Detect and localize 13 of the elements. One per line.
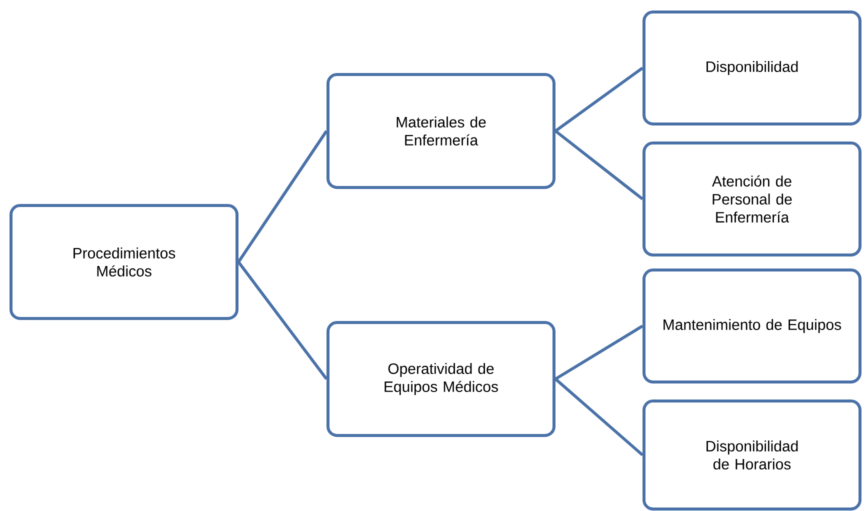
process-box: Mantenimiento de Equipos	[642, 268, 862, 384]
process-box: Disponibilidad de Horarios	[642, 400, 862, 510]
connector-line	[554, 324, 644, 380]
connector-line	[237, 130, 328, 263]
connector-line	[554, 378, 644, 456]
process-box: Operatividad de Equipos Médicos	[326, 321, 556, 437]
connector-line	[237, 261, 328, 380]
process-box: Procedimientos Médicos	[10, 204, 238, 320]
process-box: Materiales de Enfermería	[326, 73, 556, 189]
connector-line	[554, 130, 644, 200]
process-box: Atención de Personal de Enfermería	[642, 142, 862, 256]
connector-line	[554, 66, 644, 132]
process-box: Disponibilidad	[642, 10, 862, 126]
